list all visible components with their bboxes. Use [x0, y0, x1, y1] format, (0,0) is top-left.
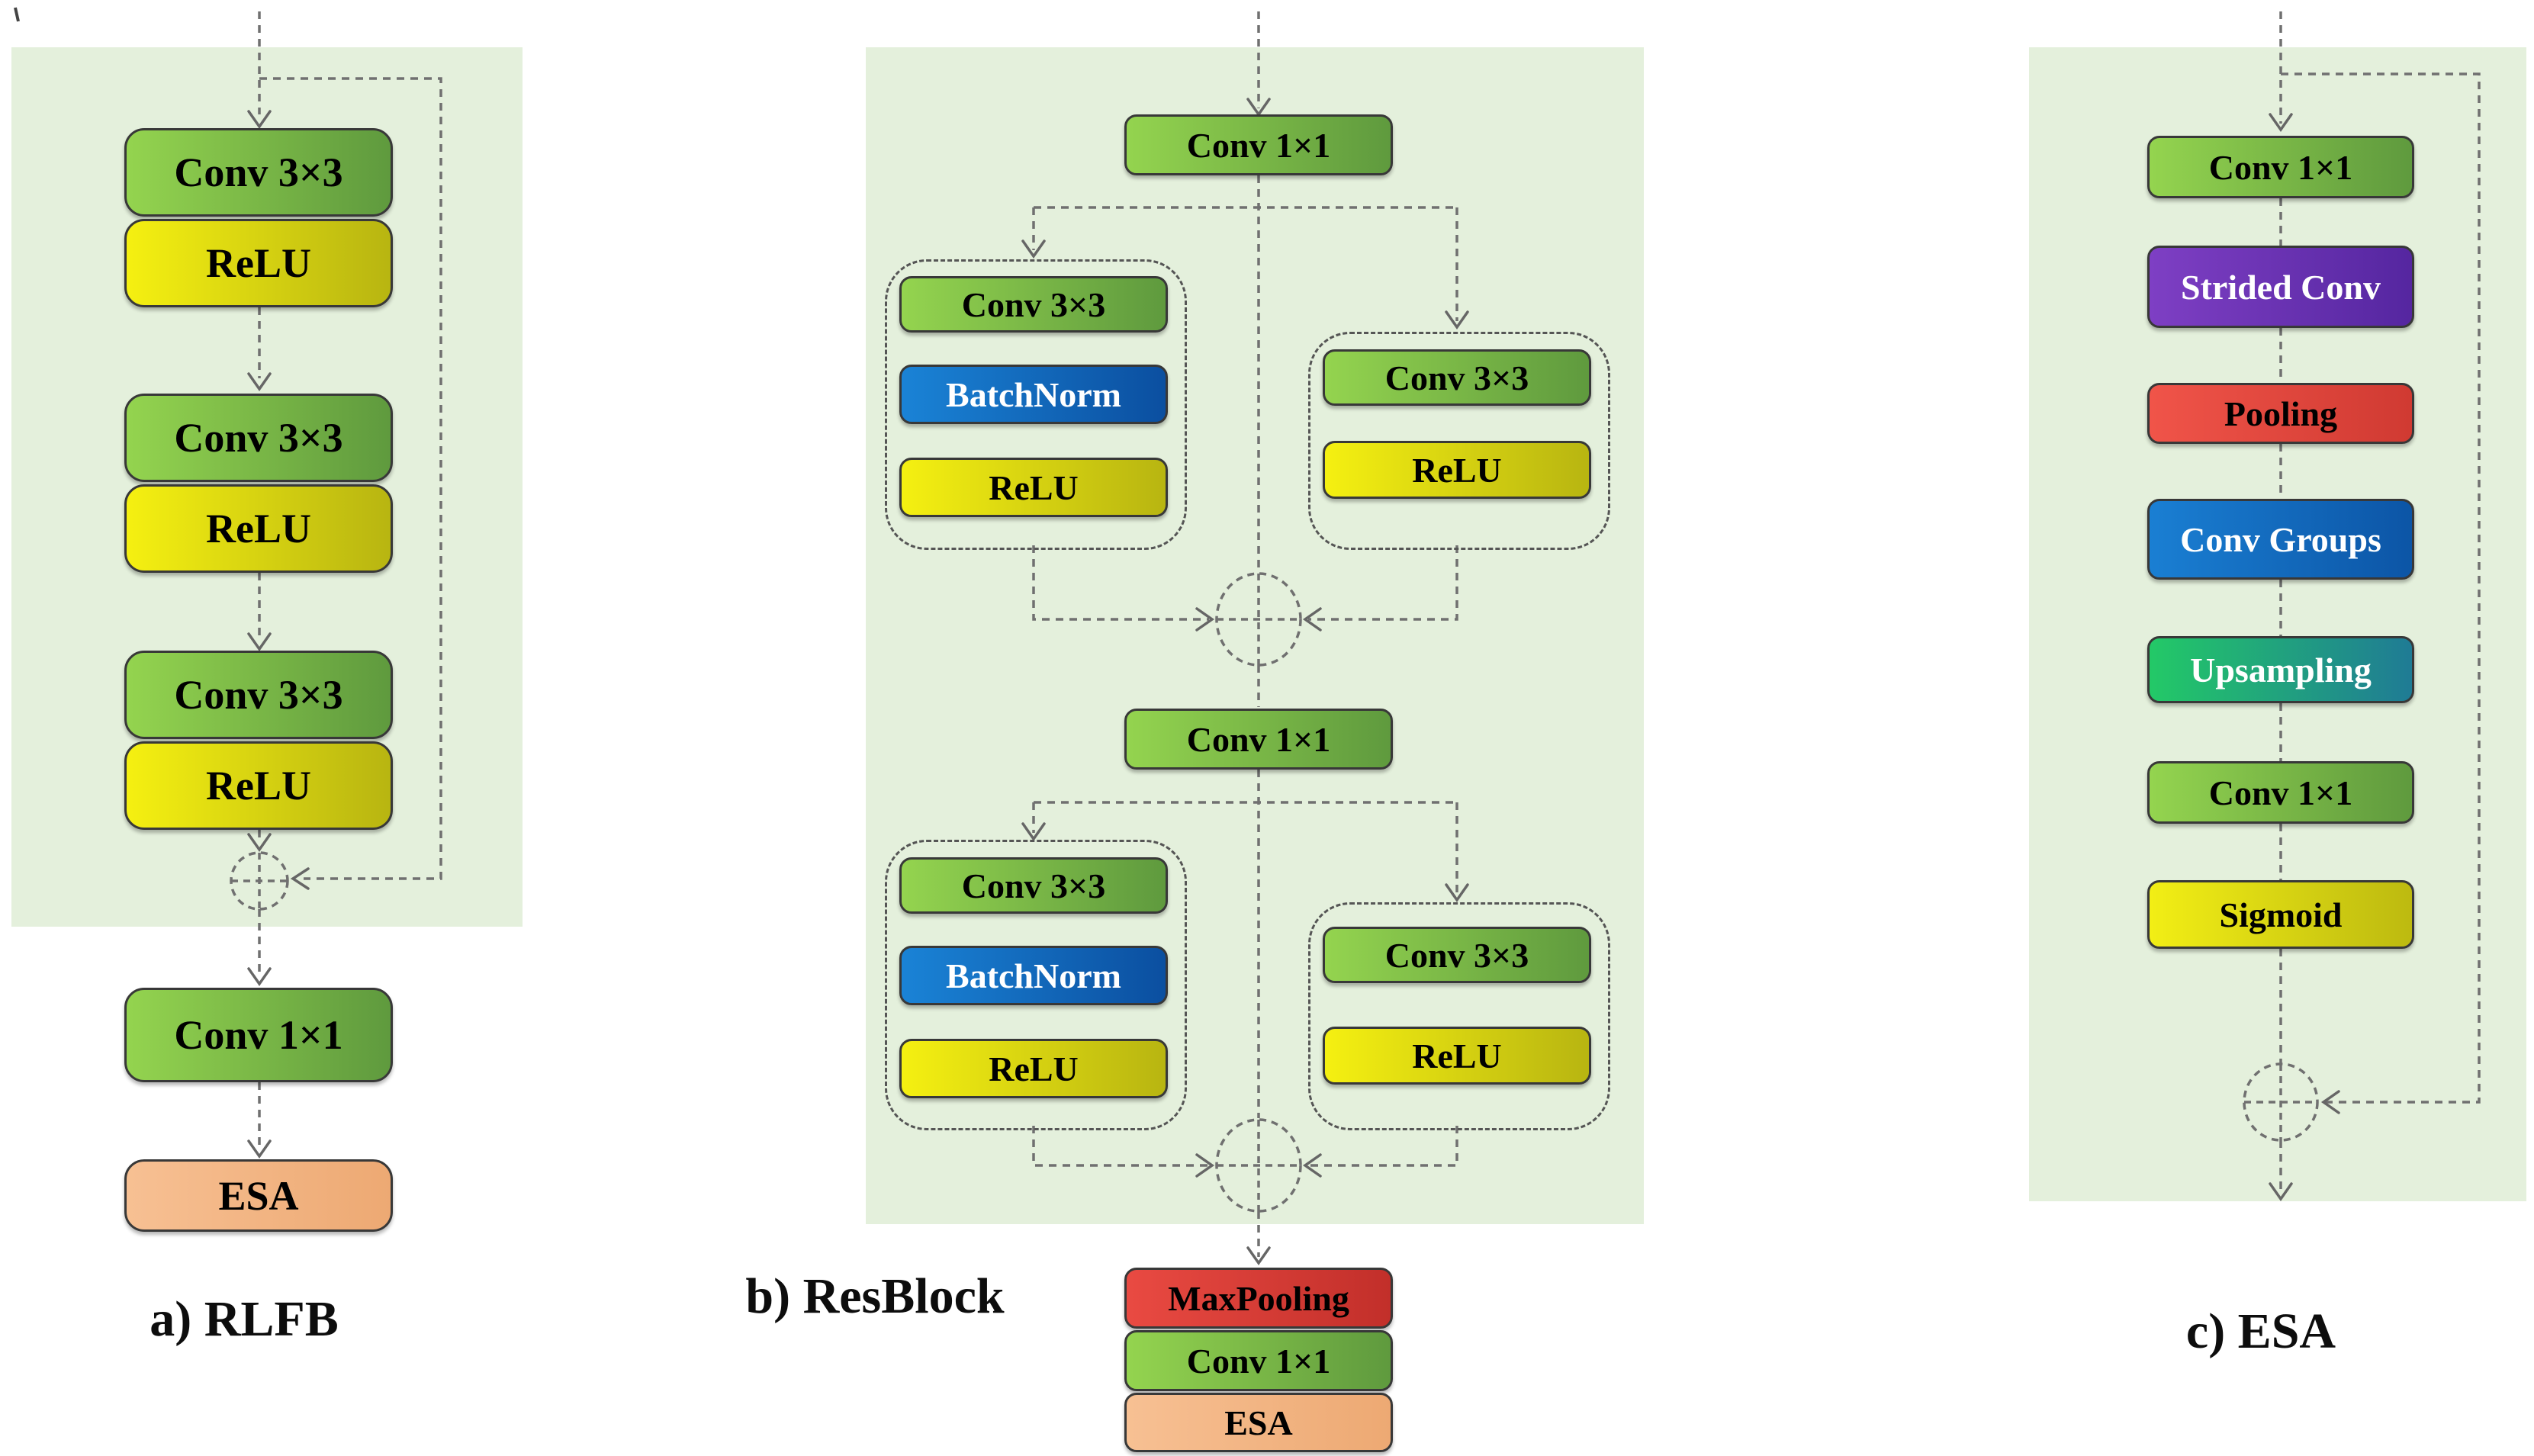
caption-esa: c) ESA: [2185, 1303, 2336, 1359]
relu-block: ReLU: [124, 219, 393, 307]
caption-rlfb: a) RLFB: [150, 1291, 339, 1347]
relu-block: ReLU: [1323, 1027, 1591, 1085]
conv1x1-block: Conv 1×1: [1124, 114, 1393, 175]
caption-resblock: b) ResBlock: [745, 1268, 1005, 1324]
relu-block: ReLU: [124, 484, 393, 573]
conv3x3-block: Conv 3×3: [1323, 349, 1591, 406]
arrowheads: [247, 98, 2340, 1266]
batchnorm-block: BatchNorm: [899, 946, 1168, 1005]
sigmoid-block: Sigmoid: [2147, 880, 2414, 949]
add-operator-icon: [230, 851, 289, 911]
conv3x3-block: Conv 3×3: [124, 394, 393, 482]
relu-block: ReLU: [899, 458, 1168, 517]
add-operator-icon: [2243, 1062, 2319, 1142]
branch-group: [1308, 902, 1610, 1130]
relu-block: ReLU: [1323, 441, 1591, 499]
conv1x1-block: Conv 1×1: [1124, 1330, 1393, 1391]
conv1x1-block: Conv 1×1: [2147, 761, 2414, 824]
branch-group: [885, 259, 1187, 550]
conv3x3-block: Conv 3×3: [124, 651, 393, 739]
conv-groups-block: Conv Groups: [2147, 499, 2414, 580]
branch-group: [1308, 332, 1610, 550]
dashed-flow-lines: [258, 11, 2481, 1257]
conv1x1-block: Conv 1×1: [2147, 136, 2414, 198]
maxpooling-block: MaxPooling: [1124, 1268, 1393, 1329]
strided-conv-block: Strided Conv: [2147, 246, 2414, 328]
panel-c-background: [2029, 47, 2526, 1201]
upsampling-block: Upsampling: [2147, 636, 2414, 703]
add-operator-icon: [1215, 572, 1302, 667]
branch-group: [885, 840, 1187, 1130]
add-operator-icon: [1215, 1118, 1302, 1213]
batchnorm-block: BatchNorm: [899, 365, 1168, 424]
relu-block: ReLU: [124, 741, 393, 830]
conv3x3-block: Conv 3×3: [899, 857, 1168, 914]
stray-mark: [14, 7, 20, 22]
conv3x3-block: Conv 3×3: [124, 128, 393, 217]
conv3x3-block: Conv 3×3: [1323, 927, 1591, 983]
relu-block: ReLU: [899, 1039, 1168, 1098]
conv3x3-block: Conv 3×3: [899, 276, 1168, 333]
esa-block: ESA: [1124, 1393, 1393, 1452]
conv1x1-block: Conv 1×1: [124, 988, 393, 1082]
pooling-block: Pooling: [2147, 383, 2414, 444]
esa-block: ESA: [124, 1159, 393, 1232]
conv1x1-block: Conv 1×1: [1124, 709, 1393, 770]
